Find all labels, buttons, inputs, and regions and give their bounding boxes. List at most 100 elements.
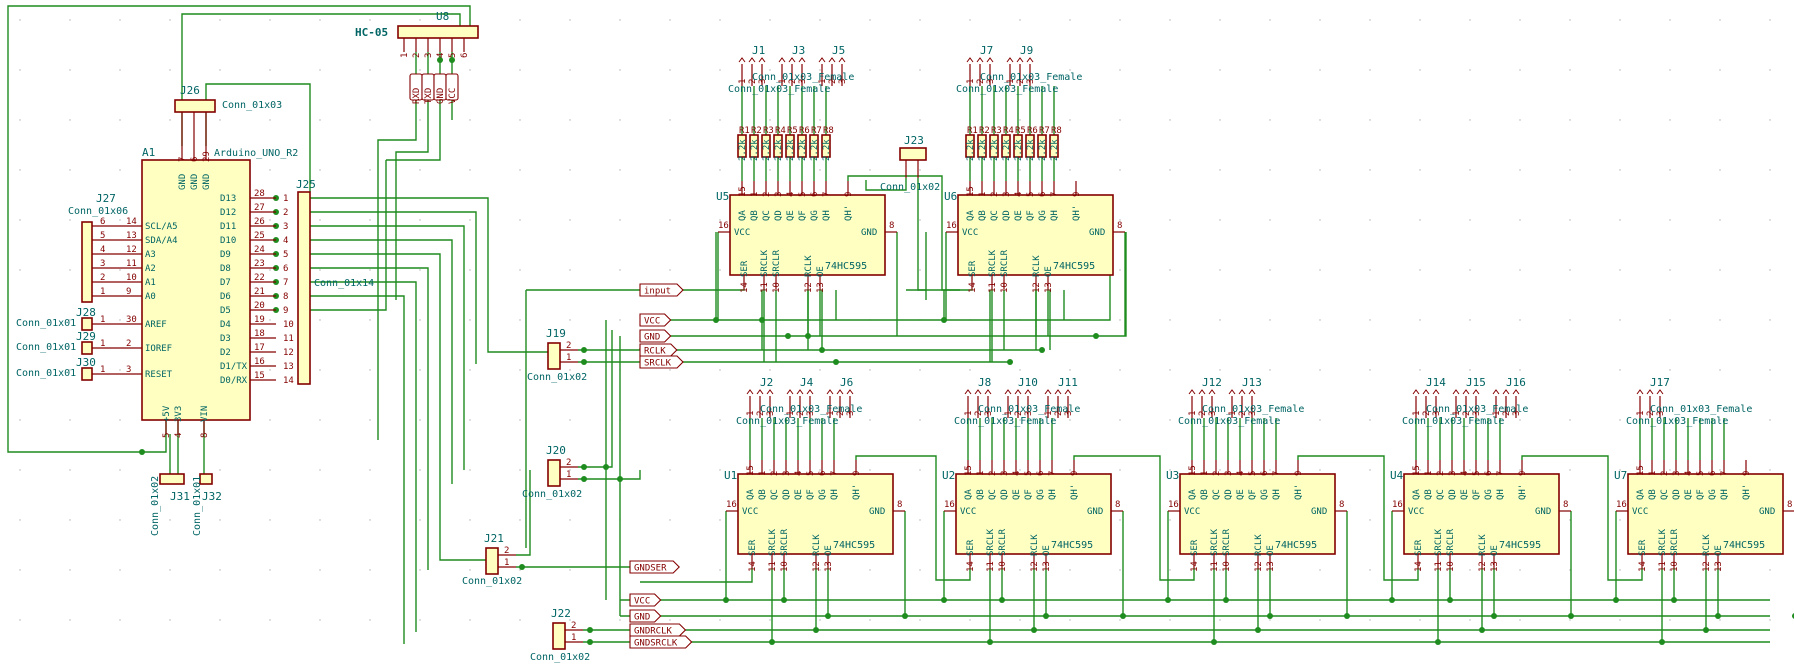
grid-dot [1419, 419, 1421, 421]
chip-pin-name: QB [758, 489, 768, 500]
grid-dot [419, 169, 421, 171]
arduino-pin-number: 4 [174, 433, 184, 438]
wire [917, 178, 926, 291]
grid-dot [969, 369, 971, 371]
chip-pin-name: VCC [962, 228, 978, 238]
grid-dot [319, 19, 321, 21]
header-ref: J3 [792, 44, 805, 57]
grid-dot [469, 319, 471, 321]
chip-pin-name: SER [966, 539, 976, 556]
chip-pin-number: 6 [1036, 471, 1046, 476]
net-label-text: GND [644, 333, 660, 343]
grid-dot [1069, 619, 1071, 621]
net-label-text: input [644, 287, 671, 297]
junction-dot [581, 359, 587, 365]
chip-pin-name: QA [964, 489, 974, 500]
grid-dot [1419, 219, 1421, 221]
chip-pin-number: 3 [1672, 471, 1682, 476]
header-pin-number: 2 [1016, 79, 1026, 84]
chip-pin-name: QD [1672, 489, 1682, 500]
chip-pin-name: VCC [960, 507, 976, 517]
connector-pin-number: 8 [283, 292, 288, 302]
grid-dot [119, 419, 121, 421]
grid-dot [319, 569, 321, 571]
grid-dot [1519, 169, 1521, 171]
chip-pin-number: 5 [1248, 471, 1258, 476]
grid-dot [1469, 419, 1471, 421]
grid-dot [119, 69, 121, 71]
wire [1521, 455, 1643, 581]
connector-value: Conn_01x01 [16, 368, 76, 379]
header-pin-number: 2 [748, 79, 758, 84]
chip-pin-number: 13 [1714, 561, 1724, 572]
grid-dot [1169, 319, 1171, 321]
arduino-pin-number: 6 [190, 157, 200, 162]
chip-pin-number: 4 [786, 192, 796, 197]
net-label-text: VCC [644, 317, 660, 327]
grid-dot [269, 219, 271, 221]
junction-dot [1613, 597, 1619, 603]
arduino-pin-number: 2 [126, 339, 131, 349]
grid-dot [1469, 19, 1471, 21]
chip-pin-number: 9 [1294, 471, 1304, 476]
grid-dot [469, 169, 471, 171]
grid-dot [1019, 19, 1021, 21]
chip-pin-name: VCC [742, 507, 758, 517]
arduino-pin-name: IOREF [145, 344, 172, 354]
grid-dot [369, 119, 371, 121]
grid-dot [1719, 419, 1721, 421]
grid-dot [319, 619, 321, 621]
grid-dot [1419, 269, 1421, 271]
grid-dot [819, 369, 821, 371]
chip-pin-name: QC [1660, 489, 1670, 500]
grid-dot [19, 69, 21, 71]
grid-dot [319, 419, 321, 421]
junction-dot [1039, 347, 1045, 353]
grid-dot [1519, 119, 1521, 121]
chip-pin-name: QC [1212, 489, 1222, 500]
grid-dot [1519, 419, 1521, 421]
wire [310, 281, 417, 632]
grid-dot [319, 369, 321, 371]
grid-dot [819, 69, 821, 71]
header-ref: J4 [800, 376, 814, 389]
resistor-value: 2.2k [822, 139, 832, 161]
arduino-pin-name: D11 [220, 222, 236, 232]
header-value: Conn_01x03_Female [980, 72, 1082, 83]
arduino-pin-name: D6 [220, 292, 231, 302]
wire [578, 470, 641, 480]
header-pin-number: 2 [796, 411, 806, 416]
connector-body [81, 367, 93, 381]
chip-pin-name: QC [1436, 489, 1446, 500]
resistor-body [785, 134, 795, 158]
junction-dot [1211, 639, 1217, 645]
grid-dot [719, 569, 721, 571]
chip-pin-number: 5 [806, 471, 816, 476]
grid-dot [269, 119, 271, 121]
grid-dot [19, 419, 21, 421]
grid-dot [519, 269, 521, 271]
arduino-pin-number: 8 [200, 433, 210, 438]
header-socket [1006, 57, 1014, 63]
grid-dot [69, 369, 71, 371]
connector-body [199, 473, 213, 485]
chip-pin-name: QA [738, 210, 748, 221]
grid-dot [1169, 619, 1171, 621]
junction-dot [1435, 639, 1441, 645]
chip-body [957, 194, 1114, 276]
chip-pin-number: 8 [897, 500, 902, 510]
grid-dot [1019, 119, 1021, 121]
header-socket [1512, 389, 1520, 395]
shift-register-u5: U574HC595QA15QB1QC2QD3QE4QF5QG6QH7QH'9VC… [716, 44, 897, 293]
chip-pin-name: OE [824, 545, 834, 556]
header-pin-number: 1 [818, 79, 828, 84]
resistor-value: 2.2k [966, 139, 976, 161]
grid-dot [819, 469, 821, 471]
grid-dot [369, 469, 371, 471]
grid-dot [1169, 169, 1171, 171]
header-pin-number: 1 [1636, 411, 1646, 416]
wire [310, 253, 486, 561]
